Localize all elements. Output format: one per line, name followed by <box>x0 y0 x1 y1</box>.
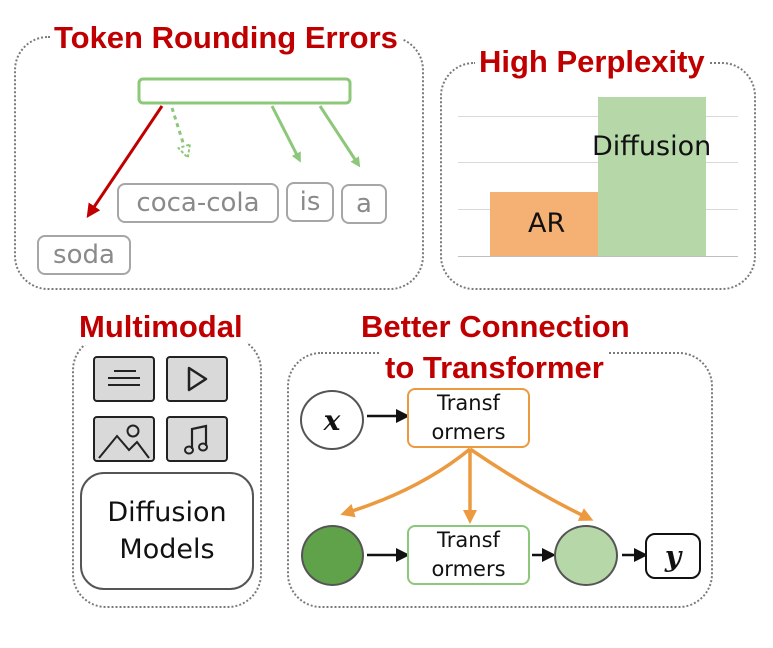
token-is: is <box>286 182 334 222</box>
perplexity-chart: AR Diffusion <box>458 94 738 258</box>
output-y-box: y <box>645 533 701 579</box>
text-lines-icon <box>93 356 155 402</box>
perplexity-title: High Perplexity <box>475 44 709 80</box>
transformer-bottom-line2: ormers <box>431 557 506 581</box>
token-rounding-title: Token Rounding Errors <box>50 20 402 56</box>
token-soda: soda <box>37 235 131 275</box>
output-y-label: y <box>664 539 682 573</box>
bar-label-ar: AR <box>528 208 566 239</box>
image-icon <box>93 416 155 462</box>
light-green-node <box>554 525 618 586</box>
transformer-top-box: Transf ormers <box>407 388 530 448</box>
transformer-top-line2: ormers <box>431 420 506 444</box>
diffusion-models-box: Diffusion Models <box>80 472 254 590</box>
transformer-top-line1: Transf <box>437 391 500 415</box>
models-label-line1: Diffusion <box>107 497 227 528</box>
chart-baseline <box>458 256 738 257</box>
dark-green-node <box>301 525 364 586</box>
multimodal-title: Multimodal <box>75 309 247 345</box>
bar-diffusion <box>598 97 706 256</box>
models-label-line2: Models <box>119 534 215 565</box>
token-a: a <box>341 184 387 224</box>
input-x-label: x <box>323 403 341 437</box>
bar-ar <box>490 192 598 256</box>
music-note-icon <box>166 416 228 462</box>
connection-title-line1: Better Connection <box>357 309 634 345</box>
play-icon <box>166 356 228 402</box>
token-coca-cola: coca-cola <box>117 183 279 223</box>
connection-title-line2: to Transformer <box>381 350 608 386</box>
transformer-bottom-line1: Transf <box>437 528 500 552</box>
bar-label-diffusion: Diffusion <box>592 131 712 162</box>
transformer-bottom-box: Transf ormers <box>407 525 530 585</box>
input-x-node: x <box>300 390 364 450</box>
